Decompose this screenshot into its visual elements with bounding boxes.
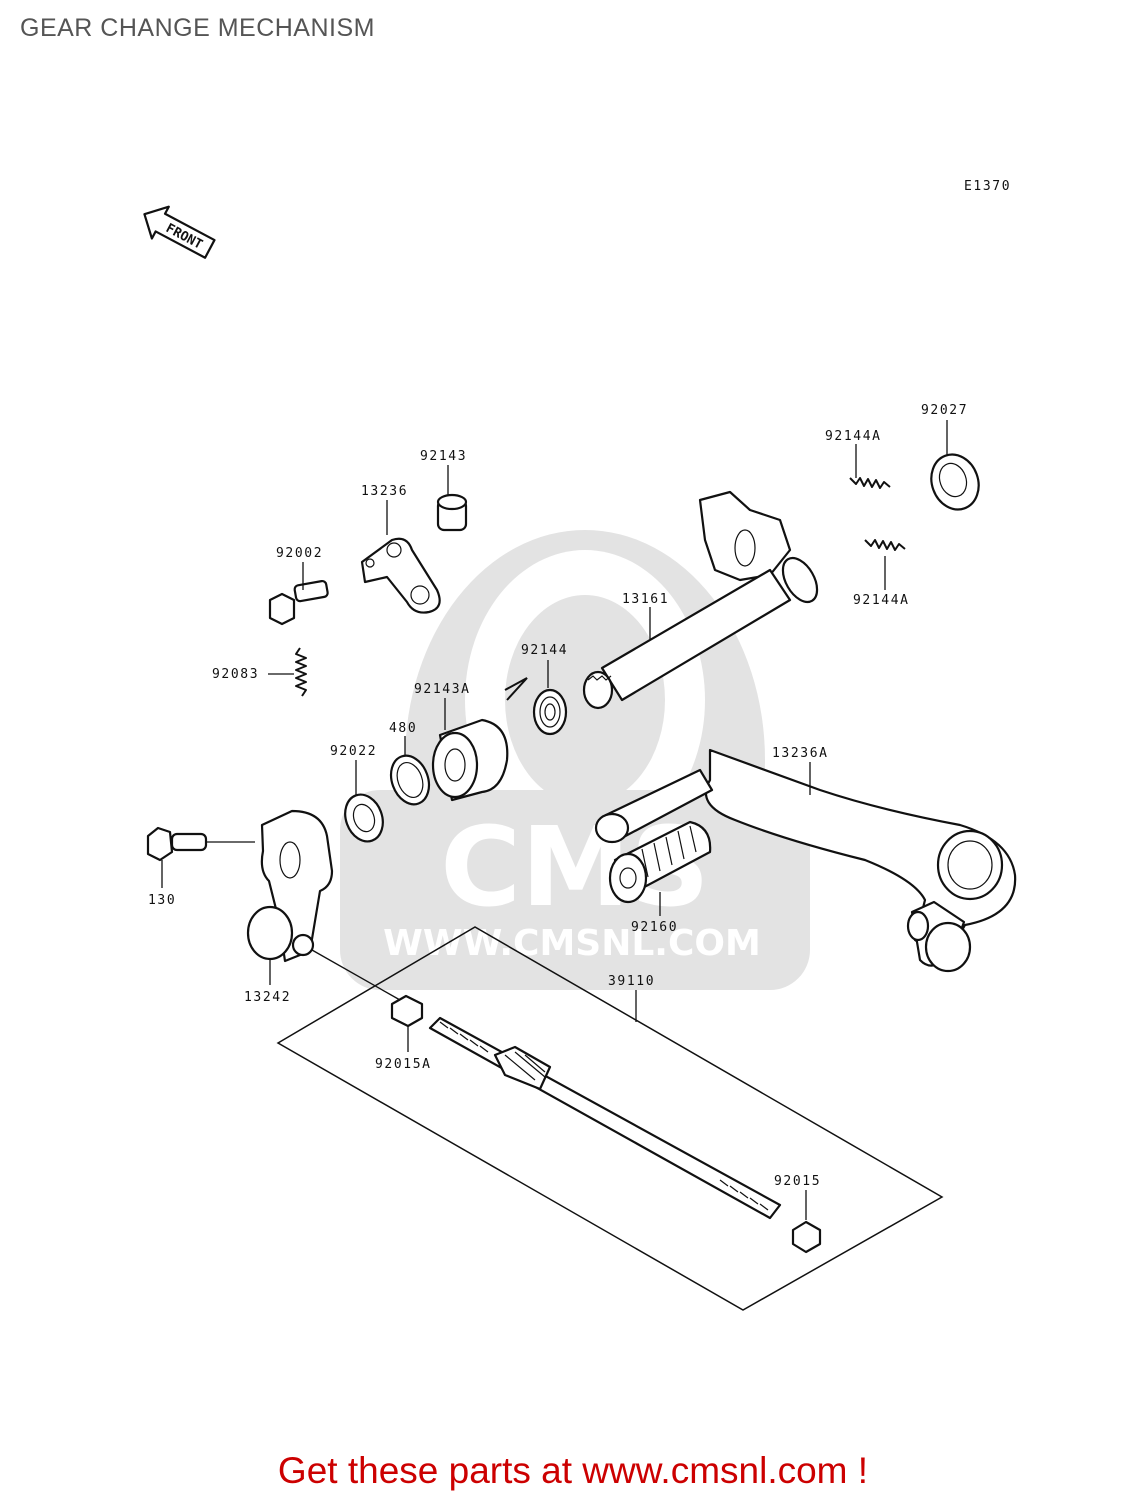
collar-92143a xyxy=(431,718,509,802)
watermark-url: WWW.CMSNL.COM xyxy=(383,923,761,964)
label-13242: 13242 xyxy=(244,990,291,1005)
shift-pedal-13236a xyxy=(594,748,1017,973)
label-92027: 92027 xyxy=(921,403,968,418)
lever-13242 xyxy=(246,809,334,963)
torsion-spring-92144 xyxy=(504,677,568,736)
shift-shaft-13161 xyxy=(582,490,819,710)
spring-92144a-bottom xyxy=(864,539,906,551)
bolt-92002 xyxy=(268,579,329,626)
assembly-outline xyxy=(276,926,944,1311)
label-13161: 13161 xyxy=(622,592,669,607)
bolt-130 xyxy=(146,826,208,862)
label-92144: 92144 xyxy=(521,643,568,658)
label-92015a: 92015A xyxy=(375,1057,432,1072)
label-92022: 92022 xyxy=(330,744,377,759)
label-92144a-top: 92144A xyxy=(825,429,882,444)
ref-code: E1370 xyxy=(964,179,1011,194)
oil-seal-92027 xyxy=(930,453,980,511)
collar-92143 xyxy=(436,493,468,532)
circlip-480 xyxy=(389,754,431,806)
label-92002: 92002 xyxy=(276,546,323,561)
shift-rod-39110 xyxy=(428,1016,782,1220)
label-92144a-bottom: 92144A xyxy=(853,593,910,608)
front-arrow-icon: FRONT xyxy=(143,205,216,259)
spring-92144a-top xyxy=(849,477,891,489)
nut-92015a xyxy=(390,994,424,1028)
label-92160: 92160 xyxy=(631,920,678,935)
label-480: 480 xyxy=(389,721,417,736)
footer-link[interactable]: Get these parts at www.cmsnl.com ! xyxy=(277,1450,869,1491)
rubber-92160 xyxy=(608,820,712,904)
nut-92015 xyxy=(791,1220,822,1254)
spring-92083 xyxy=(295,647,307,697)
parts-diagram: CMS WWW.CMSNL.COM E1370 FRONT 92027 9214… xyxy=(143,179,1017,1311)
label-92015: 92015 xyxy=(774,1174,821,1189)
washer-92022 xyxy=(344,793,384,843)
page-title: GEAR CHANGE MECHANISM xyxy=(20,14,375,42)
label-92143a: 92143A xyxy=(414,682,471,697)
watermark: CMS WWW.CMSNL.COM xyxy=(340,530,810,990)
label-92083: 92083 xyxy=(212,667,259,682)
lever-13236 xyxy=(360,537,441,614)
label-13236: 13236 xyxy=(361,484,408,499)
label-130: 130 xyxy=(148,893,176,908)
label-39110: 39110 xyxy=(608,974,655,989)
label-92143: 92143 xyxy=(420,449,467,464)
label-13236a: 13236A xyxy=(772,746,829,761)
